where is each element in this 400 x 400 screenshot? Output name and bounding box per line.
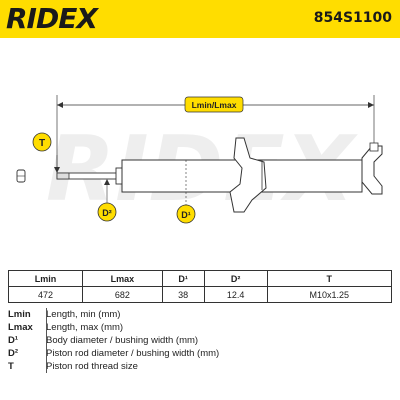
label-d1: D¹ — [181, 210, 191, 220]
t-arrow — [54, 167, 60, 173]
spec-value-lmax: 682 — [82, 286, 163, 303]
header: RIDEX 854S1100 — [0, 0, 400, 40]
legend-desc: Piston rod thread size — [46, 361, 138, 372]
spec-value-d1: 38 — [161, 286, 205, 303]
spec-value-lmin: 472 — [7, 286, 84, 303]
legend-desc: Length, min (mm) — [46, 309, 121, 320]
brand-logo: RIDEX — [6, 2, 98, 35]
dimension-label: Lmin/Lmax — [192, 100, 237, 110]
spec-value-t: M10x1.25 — [266, 286, 393, 303]
label-d2: D² — [102, 208, 112, 218]
legend-key: Lmax — [8, 322, 33, 333]
spec-value-d2: 12.4 — [203, 286, 268, 303]
spec-value-row: 472 682 38 12.4 M10x1.25 — [7, 286, 393, 303]
legend-desc: Length, max (mm) — [46, 322, 124, 333]
legend-row: T Piston rod thread size — [8, 360, 392, 373]
dimension-arrow-right — [368, 102, 374, 108]
dimension-label-box — [184, 96, 244, 113]
spec-header-lmax: Lmax — [82, 270, 163, 287]
legend-row: D¹ Body diameter / bushing width (mm) — [8, 334, 392, 347]
spring-seat-bracket — [229, 137, 267, 213]
legend: Lmin Length, min (mm) Lmax Length, max (… — [8, 308, 392, 373]
spec-header-d1: D¹ — [161, 270, 205, 287]
legend-row: Lmin Length, min (mm) — [8, 308, 392, 321]
spec-table: Lmin Lmax D¹ D² T 472 682 38 12.4 M10x1.… — [7, 270, 393, 303]
rod-thread — [56, 172, 70, 180]
shock-absorber-drawing: RIDEX Lmin/Lmax T D² D¹ — [16, 95, 383, 224]
spec-header-lmin: Lmin — [7, 270, 84, 287]
legend-divider — [46, 308, 47, 373]
legend-key: T — [8, 361, 14, 372]
clevis-bolt — [369, 142, 379, 152]
label-d1-badge — [176, 204, 196, 224]
dimension-arrow-left — [57, 102, 63, 108]
d2-arrow — [104, 179, 110, 185]
legend-row: Lmax Length, max (mm) — [8, 321, 392, 334]
clevis-mount — [361, 145, 383, 195]
part-number: 854S1100 — [313, 10, 392, 26]
spec-header-t: T — [266, 270, 393, 287]
legend-row: D² Piston rod diameter / bushing width (… — [8, 347, 392, 360]
legend-key: Lmin — [8, 309, 31, 320]
legend-key: D¹ — [8, 335, 19, 346]
label-t-badge — [32, 132, 52, 152]
label-d2-badge — [97, 202, 117, 222]
legend-key: D² — [8, 348, 19, 359]
rod-collar — [115, 167, 123, 185]
spec-header-d2: D² — [203, 270, 268, 287]
label-t: T — [39, 138, 45, 149]
legend-desc: Piston rod diameter / bushing width (mm) — [46, 348, 220, 359]
legend-desc: Body diameter / bushing width (mm) — [46, 335, 199, 346]
header-bar — [0, 0, 400, 38]
spec-header-row: Lmin Lmax D¹ D² T — [7, 270, 393, 287]
